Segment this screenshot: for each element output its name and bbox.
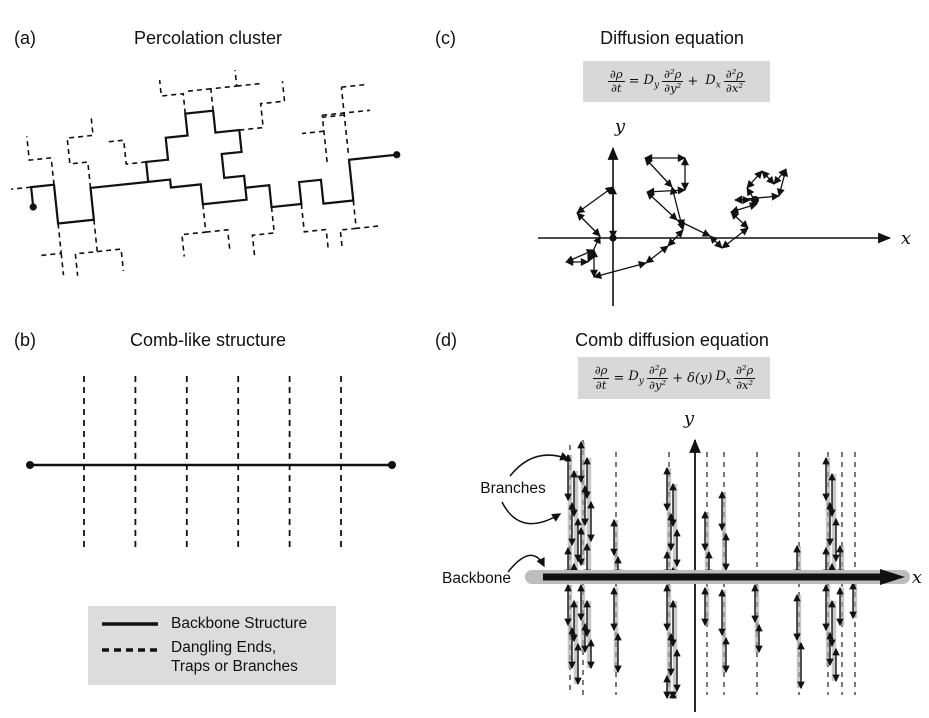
legend-row-backbone: Backbone Structure	[100, 615, 326, 634]
panel-b-title: Comb-like structure	[129, 330, 287, 350]
random-walk-path	[565, 154, 789, 279]
equals-sign: =	[628, 74, 640, 89]
branches-label: Branches	[480, 480, 546, 497]
panel-c-label: (c)	[435, 28, 456, 48]
axes: xy	[538, 116, 911, 306]
equation-box-comb-diffusion: ∂ρ∂t = Dy ∂²ρ∂y² + δ(y) Dx ∂²ρ∂x²	[578, 357, 770, 399]
comb-teeth-dashed	[569, 440, 856, 695]
backbone-label: Backbone	[442, 570, 511, 587]
eq-term2-fraction: ∂²ρ∂x²	[733, 363, 756, 392]
percolation-cluster-drawing	[11, 70, 401, 276]
panel-d-label: (d)	[435, 330, 457, 350]
panel-a-title: Percolation cluster	[133, 28, 283, 48]
eq-lhs-fraction: ∂ρ∂t	[592, 363, 610, 392]
legend-box: Backbone Structure Dangling Ends, Traps …	[88, 606, 336, 685]
random-walk-drawing: xy	[538, 116, 911, 306]
branches-pointer-arrow-bottom	[501, 501, 562, 525]
plus-sign: +	[672, 370, 684, 386]
panel-b-label: (b)	[14, 330, 36, 350]
diffusivity-y: Dy	[628, 369, 644, 387]
panel-c-title: Diffusion equation	[600, 28, 744, 48]
backbone-end-dot	[388, 461, 396, 469]
eq-term1-fraction: ∂²ρ∂y²	[646, 363, 669, 392]
backbone-end-dot	[393, 151, 401, 159]
equation-diffusion: ∂ρ∂t = Dy ∂²ρ∂y² + Dx ∂²ρ∂x²	[607, 66, 746, 95]
axes: y	[683, 408, 701, 712]
comb-structure-drawing	[26, 376, 396, 552]
y-axis-label: y	[614, 116, 626, 137]
legend-row-dangling: Dangling Ends, Traps or Branches	[100, 639, 326, 677]
diffusivity-x: Dx	[705, 72, 721, 91]
x-axis-label: x	[901, 228, 911, 249]
legend-dangling-label: Dangling Ends, Traps or Branches	[171, 638, 298, 675]
y-axis-label: y	[683, 408, 695, 429]
comb-backbone	[26, 461, 396, 469]
percolation-cluster	[11, 70, 401, 276]
backbone-arrow: x	[525, 567, 922, 588]
walk-end-dot	[751, 196, 759, 204]
eq-term1-fraction: ∂²ρ∂y²	[662, 66, 684, 95]
walk-origin-dot	[609, 234, 617, 242]
backbone-start-dot	[26, 461, 34, 469]
panel-d-title: Comb diffusion equation	[575, 330, 769, 350]
dashed-line-sample	[102, 648, 158, 652]
equation-comb-diffusion: ∂ρ∂t = Dy ∂²ρ∂y² + δ(y) Dx ∂²ρ∂x²	[592, 363, 756, 392]
equals-sign: =	[613, 370, 625, 386]
x-axis-label: x	[912, 567, 922, 588]
legend-backbone-label: Backbone Structure	[171, 615, 308, 632]
equation-box-diffusion: ∂ρ∂t = Dy ∂²ρ∂y² + Dx ∂²ρ∂x²	[583, 61, 770, 102]
backbone-pointer-arrow	[507, 554, 545, 573]
percolation-backbone	[29, 109, 401, 225]
eq-lhs-fraction: ∂ρ∂t	[607, 66, 625, 95]
x-axis-arrowhead	[880, 569, 905, 585]
branches-pointer-arrow-top	[509, 452, 570, 477]
delta-prefix: δ(y)	[687, 370, 713, 386]
panel-a-label: (a)	[14, 28, 36, 48]
diffusivity-y: Dy	[643, 72, 660, 91]
plus-sign: +	[687, 74, 699, 89]
eq-term2-fraction: ∂²ρ∂x²	[723, 66, 746, 95]
backbone-start-dot	[29, 203, 37, 211]
solid-line-sample	[102, 622, 158, 627]
percolation-dangling-ends	[11, 70, 381, 276]
diffusivity-x: Dx	[715, 369, 731, 387]
